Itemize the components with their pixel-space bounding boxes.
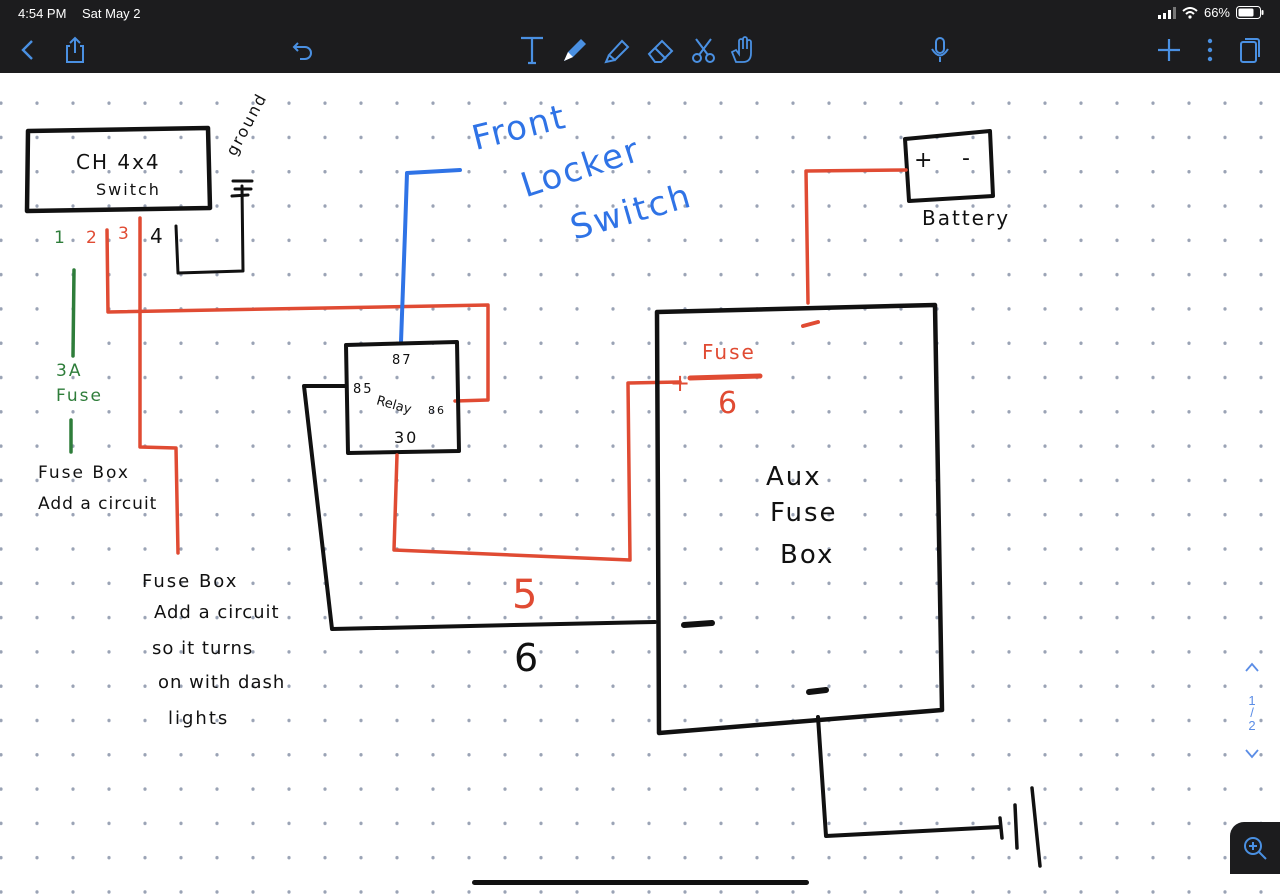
more-icon[interactable] [1194,34,1226,66]
switch-label-2: Switch [96,180,161,199]
black-wire-ground [302,384,657,631]
aux-label-1: Aux [766,462,822,492]
share-icon[interactable] [59,34,91,66]
pages-icon[interactable] [1234,34,1266,66]
wire-gauge-5: 5 [512,572,540,618]
neg-mark-1 [681,620,715,628]
fusebox2-2: Add a circuit [154,602,280,623]
note-canvas[interactable] [0,73,1280,894]
pin-4: 4 [150,224,165,248]
pin-1: 1 [54,228,67,248]
battery-box [903,129,995,203]
switch-label-1: CH 4x4 [76,150,161,174]
status-time: 4:54 PM [18,6,67,21]
aux-label-2: Fuse [770,498,838,528]
battery-plus: + [914,148,935,173]
neg-mark-2 [806,687,829,695]
fuse3a-2: Fuse [56,386,103,406]
relay-pin-87: 87 [392,353,413,368]
page-total: 2 [1248,718,1256,733]
green-wire [69,268,76,454]
fusebox2-3: so it turns [152,638,254,659]
relay-box [344,340,461,455]
red-wire-pin2 [105,228,490,403]
status-date: Sat May 2 [82,6,141,21]
pos-mark-red [801,320,820,328]
battery-minus: - [962,146,972,171]
plus-icon[interactable] [1153,34,1185,66]
zoom-button[interactable] [1230,822,1280,874]
wire-gauge-6: 6 [514,636,541,680]
battery-label: Battery [922,206,1011,230]
battery-icon [1236,6,1264,19]
chevron-down-icon[interactable] [1241,747,1263,762]
aux-plus: + [670,369,693,397]
page-indicator: 1 / 2 [1241,660,1263,762]
battery-percent: 66% [1203,5,1230,20]
notes-toolbar [0,26,1280,73]
fusebox2-4: on with dash [158,672,286,693]
text-tool-icon[interactable] [516,34,548,66]
hand-icon[interactable] [727,34,759,66]
fusebox2-5: lights [168,708,230,729]
relay-pin-86: 86 [428,404,446,417]
pen-icon[interactable] [559,34,591,66]
pin-2: 2 [86,228,99,248]
zoom-in-icon [1244,837,1267,860]
aux-fuse-box [654,302,945,736]
ground-symbol [230,179,254,198]
switch-box [24,125,213,214]
status-right: 66% [1157,5,1264,20]
page-current: 1 [1248,693,1256,708]
fusebox1-1: Fuse Box [38,463,130,483]
scissors-icon[interactable] [688,34,720,66]
eraser-icon[interactable] [645,34,677,66]
fusebox1-2: Add a circuit [38,494,158,514]
page-separator: / [1250,705,1254,720]
microphone-icon[interactable] [924,34,956,66]
aux-fuse-6: 6 [718,386,740,421]
chevron-up-icon[interactable] [1241,660,1263,675]
undo-icon[interactable] [287,34,319,66]
status-bar: 4:54 PM Sat May 2 66% [0,0,1280,26]
red-wire-relay-30 [392,380,682,562]
highlighter-icon[interactable] [602,34,634,66]
wifi-icon [1182,6,1198,19]
red-wire-battery [804,168,908,305]
red-wire-pin3 [138,216,180,555]
fusebox2-1: Fuse Box [142,571,239,592]
aux-fuse-label: Fuse [702,340,756,364]
cellular-icon [1157,6,1176,19]
fuse-mark [687,373,763,381]
relay-pin-85: 85 [353,382,374,397]
blue-wire [399,168,462,344]
ground-wire [174,184,245,275]
aux-ground-wire [816,715,1002,838]
pin-3: 3 [118,224,131,244]
relay-pin-30: 30 [394,428,419,447]
home-indicator[interactable] [472,880,809,885]
chassis-ground [998,786,1042,868]
fuse3a-1: 3A [56,361,83,381]
aux-label-3: Box [780,540,835,570]
chevron-left-icon[interactable] [12,34,44,66]
